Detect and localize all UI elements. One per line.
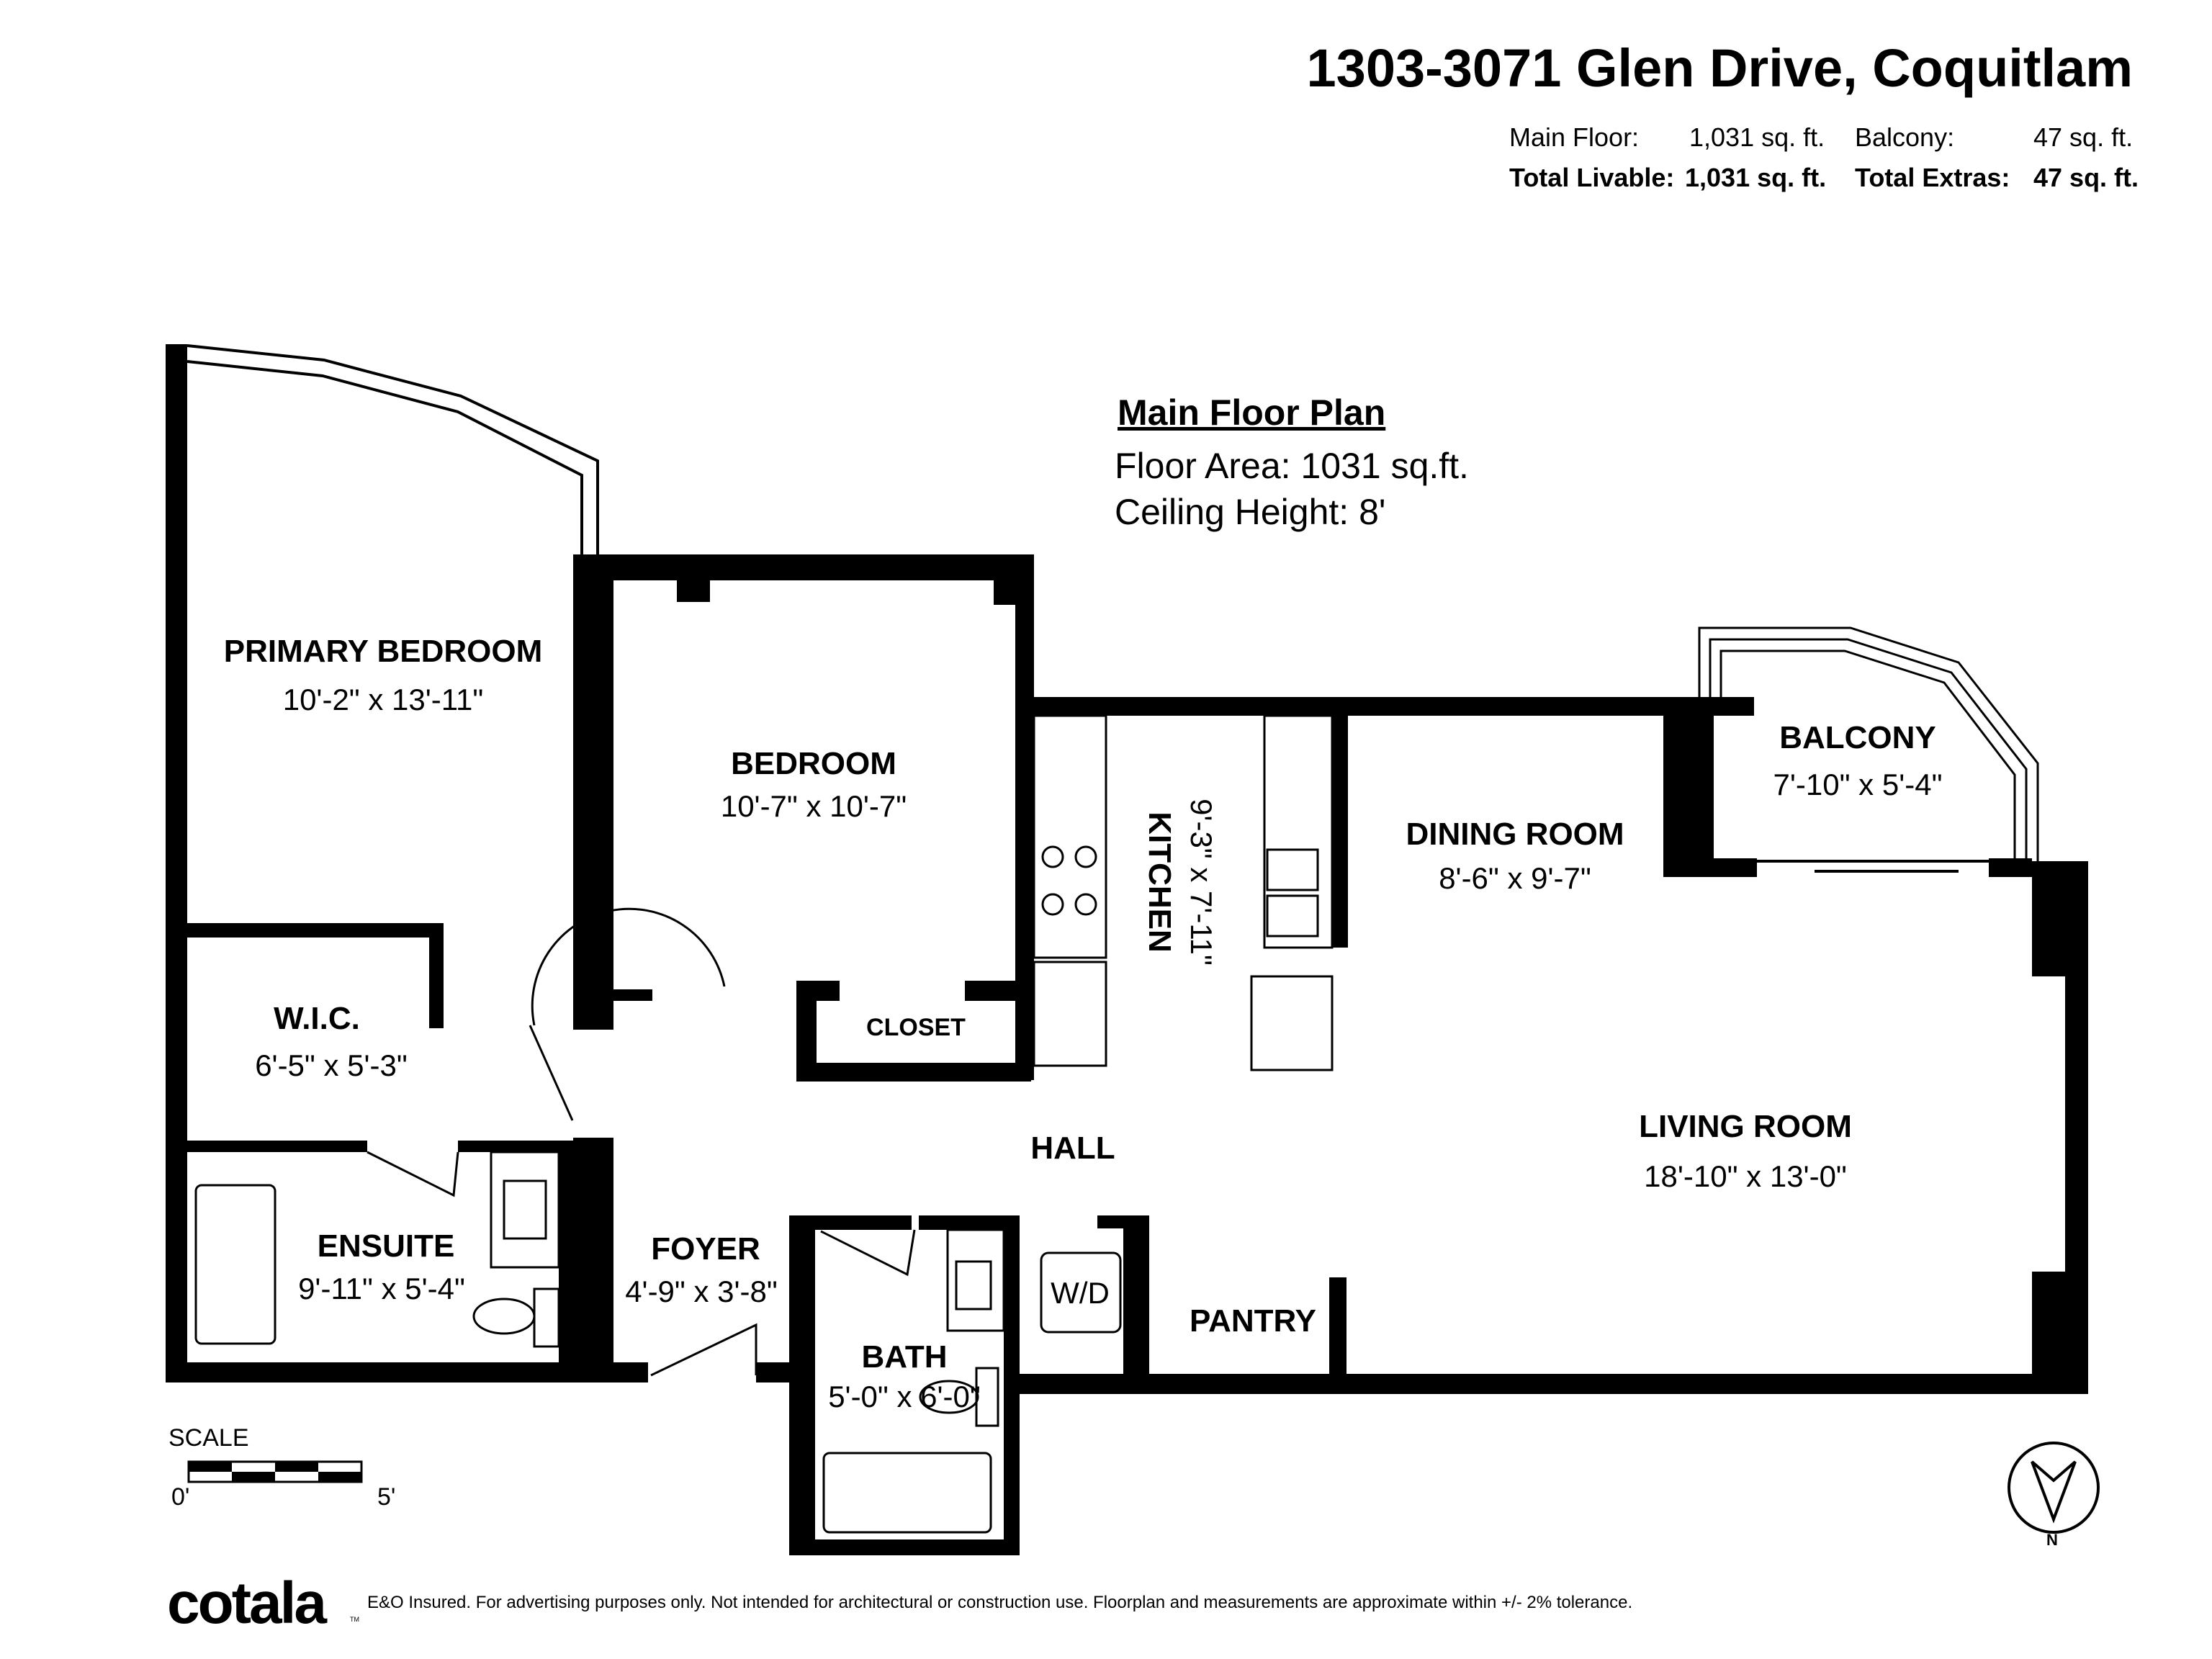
- main-floor-label: Main Floor:: [1509, 122, 1640, 152]
- fixtures: [194, 714, 1334, 1534]
- room-ensuite: ENSUITE: [317, 1228, 455, 1264]
- scale-bar: [187, 1460, 363, 1483]
- disclaimer: E&O Insured. For advertising purposes on…: [367, 1593, 1633, 1612]
- dim-bedroom: 10'-7" x 10'-7": [720, 789, 907, 823]
- dim-ensuite: 9'-11" x 5'-4": [298, 1272, 465, 1305]
- total-livable-label: Total Livable:: [1509, 163, 1675, 192]
- room-closet: CLOSET: [866, 1014, 966, 1041]
- room-wd: W/D: [1051, 1276, 1110, 1310]
- dim-bath: 5'-0" x 6'-0": [828, 1380, 981, 1413]
- dim-wic: 6'-5" x 5'-3": [255, 1048, 408, 1082]
- windows: [186, 344, 2077, 1272]
- cotala-logo: cotala: [167, 1570, 327, 1636]
- room-primary-bedroom: PRIMARY BEDROOM: [223, 634, 543, 669]
- total-extras-value: 47 sq. ft.: [2033, 163, 2139, 192]
- main-floor-value: 1,031 sq. ft.: [1689, 122, 1825, 152]
- room-dining: DINING ROOM: [1406, 817, 1624, 852]
- room-bath: BATH: [861, 1339, 948, 1375]
- dim-kitchen: 9'-3" x 7'-11": [1184, 799, 1218, 966]
- room-balcony: BALCONY: [1779, 720, 1936, 755]
- plan-title: Main Floor Plan: [1118, 392, 1386, 433]
- room-pantry: PANTRY: [1190, 1303, 1316, 1339]
- ceiling-height: Ceiling Height: 8': [1115, 492, 1386, 532]
- dim-living: 18'-10" x 13'-0": [1644, 1159, 1847, 1193]
- balcony-label: Balcony:: [1855, 122, 1955, 152]
- dim-dining: 8'-6" x 9'-7": [1439, 861, 1591, 895]
- room-hall: HALL: [1030, 1130, 1115, 1166]
- dim-primary-bedroom: 10'-2" x 13'-11": [282, 683, 484, 716]
- total-extras-label: Total Extras:: [1855, 163, 2010, 192]
- room-living: LIVING ROOM: [1639, 1109, 1852, 1144]
- room-foyer: FOYER: [651, 1231, 760, 1267]
- walls: [166, 344, 2088, 1555]
- scale-min: 0': [171, 1483, 190, 1511]
- room-wic: W.I.C.: [274, 1001, 360, 1036]
- north-label: N: [2046, 1531, 2058, 1549]
- room-bedroom: BEDROOM: [731, 746, 896, 781]
- logo-tm: TM: [350, 1616, 359, 1623]
- dim-balcony: 7'-10" x 5'-4": [1773, 768, 1943, 801]
- scale-label: SCALE: [168, 1424, 249, 1452]
- total-livable-value: 1,031 sq. ft.: [1685, 163, 1827, 192]
- balcony-value: 47 sq. ft.: [2033, 122, 2134, 152]
- floor-area: Floor Area: 1031 sq.ft.: [1115, 446, 1469, 486]
- address-title: 1303-3071 Glen Drive, Coquitlam: [1306, 38, 2133, 98]
- scale-max: 5': [377, 1483, 396, 1511]
- dim-foyer: 4'-9" x 3'-8": [625, 1274, 778, 1308]
- room-kitchen: KITCHEN: [1142, 811, 1177, 953]
- north-arrow-icon: [2008, 1442, 2100, 1534]
